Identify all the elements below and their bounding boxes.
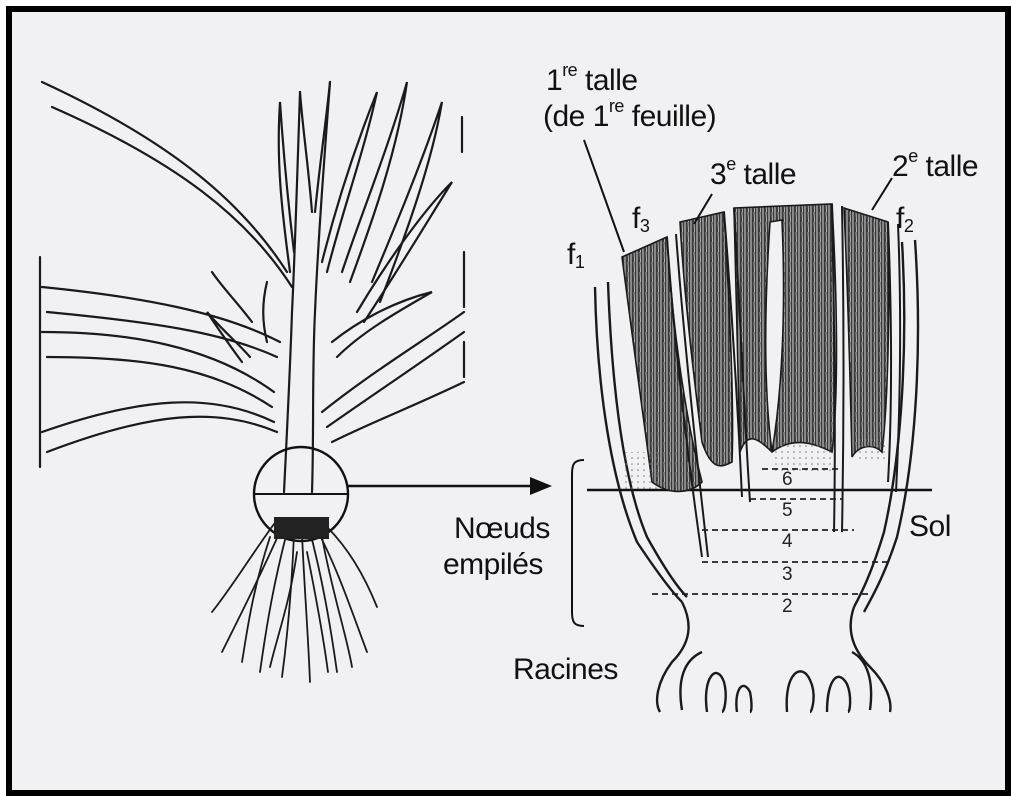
plant-left xyxy=(40,82,464,492)
label-f2: f2 xyxy=(896,204,913,234)
label-talle1-feuille: (de 1re feuille) xyxy=(543,100,716,132)
label-talle3: 3e talle xyxy=(710,158,796,190)
label-racines: Racines xyxy=(513,655,618,685)
arrow xyxy=(348,477,552,495)
diagram-frame: 1re talle (de 1re feuille) 3e talle 2e t… xyxy=(6,6,1011,796)
roots-left xyxy=(212,524,377,682)
label-talle1: 1re talle xyxy=(546,64,638,96)
tillers xyxy=(622,204,889,491)
label-f3: f3 xyxy=(632,204,649,234)
node-number-2: 2 xyxy=(782,597,793,616)
label-f1: f1 xyxy=(567,240,584,270)
label-talle2: 2e talle xyxy=(892,150,978,182)
node-number-6: 6 xyxy=(782,470,793,489)
node-number-5: 5 xyxy=(782,501,793,520)
tillering-illustration xyxy=(12,12,1005,790)
crown-dark xyxy=(274,517,329,539)
node-number-3: 3 xyxy=(782,565,793,584)
node-number-4: 4 xyxy=(782,532,793,551)
label-noeuds: Nœuds xyxy=(454,514,550,544)
label-sol: Sol xyxy=(909,512,951,542)
label-empiles: empilés xyxy=(443,550,543,580)
